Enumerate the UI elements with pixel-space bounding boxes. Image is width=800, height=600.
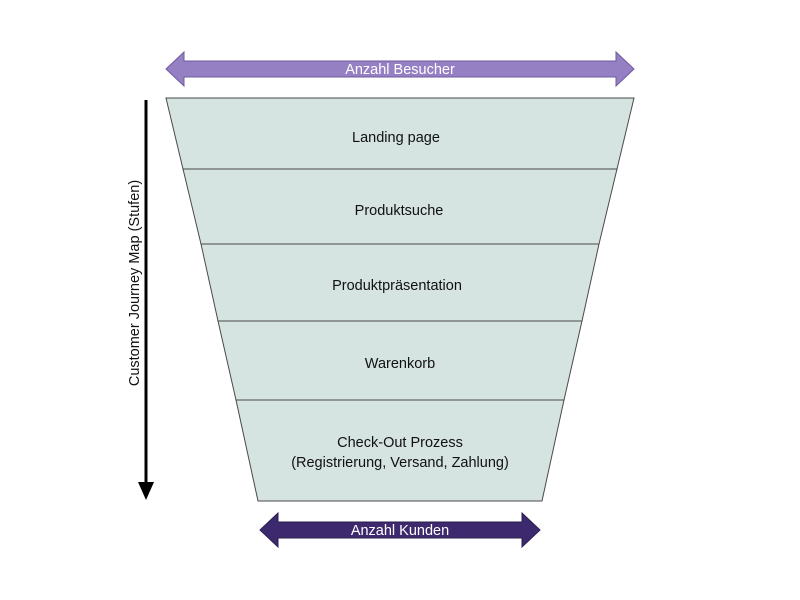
funnel-stage-checkout	[235, 399, 565, 502]
funnel-stage-label: Check-Out Prozess	[337, 435, 463, 451]
journey-stages-axis: Customer Journey Map (Stufen)	[127, 100, 154, 500]
funnel-stage-sublabel: (Registrierung, Versand, Zahlung)	[291, 455, 509, 471]
journey-axis-label: Customer Journey Map (Stufen)	[127, 180, 143, 386]
funnel-stage-label: Produktpräsentation	[332, 278, 462, 294]
funnel-stage-label: Warenkorb	[365, 356, 435, 372]
visitors-arrow: Anzahl Besucher	[165, 50, 635, 88]
funnel-stage-label: Landing page	[352, 130, 440, 146]
customers-arrow: Anzahl Kunden	[259, 511, 541, 549]
journey-axis-arrowhead	[138, 482, 154, 500]
funnel-stage-label: Produktsuche	[355, 203, 444, 219]
customers-arrow-label: Anzahl Kunden	[351, 523, 449, 539]
visitors-double-arrow-shape	[165, 50, 635, 88]
customers-double-arrow-shape	[259, 511, 541, 549]
visitors-arrow-label: Anzahl Besucher	[345, 62, 455, 78]
funnel: Landing page Produktsuche Produktpräsent…	[165, 97, 635, 502]
